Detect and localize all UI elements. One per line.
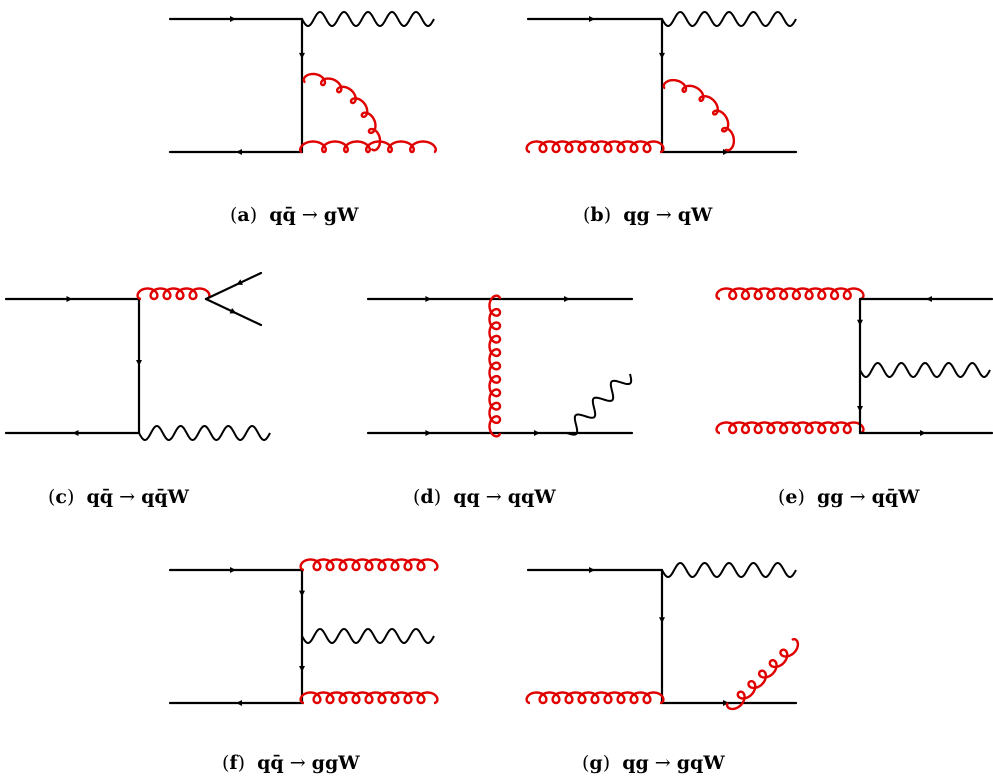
arrow-icon	[926, 296, 932, 302]
w-boson-line	[566, 373, 633, 436]
arrow-icon	[136, 360, 142, 366]
gluon-line	[715, 421, 865, 435]
arrow-icon	[229, 308, 237, 314]
arrow-icon	[236, 149, 242, 155]
gluon-line	[525, 691, 665, 705]
arrow-icon	[534, 430, 540, 436]
arrow-icon	[857, 319, 863, 326]
arrow-icon	[589, 567, 595, 573]
w-boson-line	[661, 10, 797, 28]
arrow-icon	[920, 430, 926, 436]
arrow-icon	[723, 700, 729, 706]
arrow-icon	[236, 279, 243, 285]
gluon-line	[715, 287, 865, 301]
gluon-line	[525, 140, 665, 154]
arrow-icon	[72, 430, 79, 436]
diagram-g	[525, 561, 800, 711]
w-boson-line	[859, 361, 991, 379]
arrow-icon	[230, 16, 236, 22]
caption-g: (g) qg → gqW	[582, 752, 725, 774]
arrow-icon	[66, 296, 73, 302]
arrow-icon	[299, 666, 305, 672]
arrow-icon	[425, 296, 432, 302]
diagram-f	[168, 558, 439, 706]
arrow-icon	[230, 567, 236, 573]
arrow-icon	[659, 617, 665, 624]
w-boson-line	[301, 627, 435, 645]
caption-a: (a) qq̄ → gW	[230, 204, 359, 226]
arrow-icon	[659, 52, 665, 59]
caption-a-open: (	[230, 204, 237, 226]
gluon-line	[136, 287, 211, 301]
caption-e: (e) gg → qq̄W	[778, 486, 920, 508]
caption-c: (c) qq̄ → qq̄W	[48, 486, 190, 508]
arrow-icon	[723, 149, 729, 155]
arrow-icon	[857, 406, 863, 412]
w-boson-line	[661, 561, 797, 579]
arrow-icon	[299, 52, 305, 59]
diagram-e	[715, 287, 993, 436]
w-boson-line	[301, 10, 435, 28]
gluon-loop-line	[302, 72, 382, 152]
diagram-c	[4, 271, 271, 442]
diagram-a	[168, 10, 438, 155]
arrow-icon	[564, 296, 570, 302]
arrow-icon	[425, 430, 432, 436]
arrow-icon	[236, 700, 242, 706]
caption-f: (f) qq̄ → ggW	[222, 752, 360, 774]
diagram-b	[525, 10, 798, 155]
gluon-line	[299, 691, 439, 705]
gluon-line	[298, 140, 438, 154]
gluon-line	[725, 637, 800, 711]
gluon-loop-line	[662, 78, 736, 152]
gluon-line	[488, 294, 502, 438]
quark-line	[204, 271, 263, 301]
caption-d: (d) qq → qqW	[413, 486, 556, 508]
diagram-d	[366, 294, 634, 438]
caption-b: (b) qg → qW	[583, 204, 713, 226]
arrow-icon	[589, 16, 595, 22]
w-boson-line	[138, 424, 271, 442]
gluon-line	[299, 558, 439, 572]
arrow-icon	[299, 590, 305, 597]
